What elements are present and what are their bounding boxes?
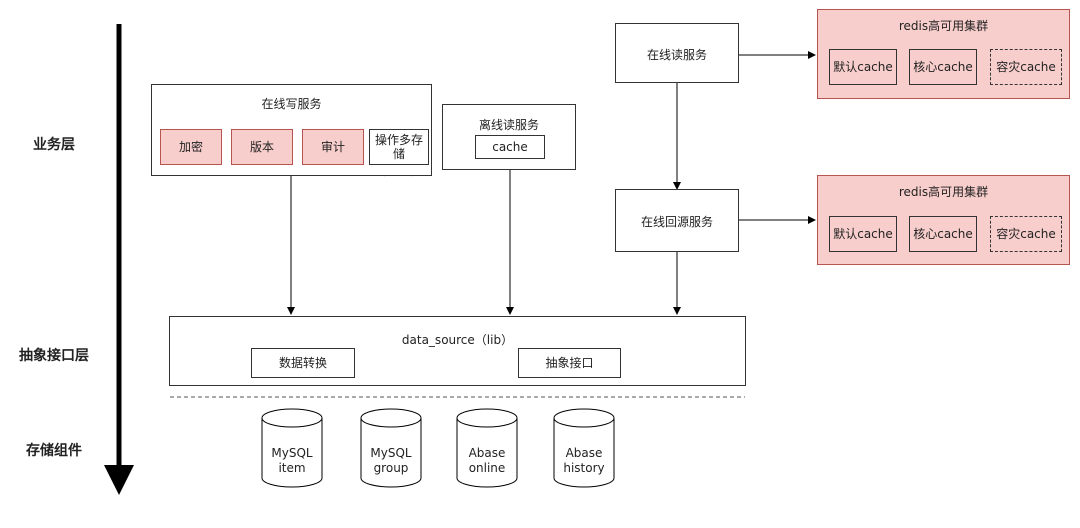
storage-sub: group (373, 461, 409, 475)
storage-sub: item (278, 461, 306, 475)
storage-label: MySQL item (262, 446, 322, 476)
redis-default-cache: 默认cache (829, 49, 897, 85)
storage-name: MySQL (370, 446, 412, 460)
offline-cache: cache (475, 135, 545, 159)
storage-sub: history (563, 461, 605, 475)
data-source-lib: data_source（lib） 数据转换 抽象接口 (169, 316, 746, 386)
online-write-title: 在线写服务 (261, 97, 322, 111)
database-cylinder (456, 408, 518, 488)
online-origin-title: 在线回源服务 (640, 215, 713, 229)
layer-label-business: 业务层 (33, 137, 75, 153)
database-cylinder (553, 408, 615, 488)
offline-read-service: 离线读服务 cache (442, 104, 576, 170)
storage-name: Abase (565, 446, 603, 460)
layer-label-abstract: 抽象接口层 (19, 348, 89, 364)
redis-cluster-2: redis高可用集群 默认cache 核心cache 容灾cache (817, 175, 1070, 265)
redis-cluster-title: redis高可用集群 (898, 19, 989, 33)
redis-default-cache: 默认cache (829, 216, 897, 252)
offline-read-title: 离线读服务 (478, 118, 539, 132)
online-origin-service: 在线回源服务 (615, 189, 739, 252)
data-convert-module: 数据转换 (251, 348, 355, 378)
storage-sub: online (468, 461, 506, 475)
storage-label: Abase history (554, 446, 614, 476)
redis-cluster-1: redis高可用集群 默认cache 核心cache 容灾cache (817, 9, 1070, 99)
database-cylinder (360, 408, 422, 488)
database-cylinder (261, 408, 323, 488)
data-source-title: data_source（lib） (401, 333, 514, 347)
multi-storage-module: 操作多存储 (369, 129, 429, 165)
redis-core-cache: 核心cache (909, 216, 977, 252)
storage-name: MySQL (271, 446, 313, 460)
redis-cluster-title: redis高可用集群 (898, 185, 989, 199)
encrypt-module: 加密 (160, 129, 222, 165)
version-module: 版本 (231, 129, 293, 165)
audit-module: 审计 (302, 129, 364, 165)
redis-core-cache: 核心cache (909, 49, 977, 85)
online-read-title: 在线读服务 (646, 48, 707, 62)
online-read-service: 在线读服务 (615, 23, 739, 83)
redis-disaster-cache: 容灾cache (990, 216, 1062, 252)
online-write-service: 在线写服务 加密 版本 审计 操作多存储 (151, 84, 432, 176)
storage-label: Abase online (457, 446, 517, 476)
storage-name: Abase (468, 446, 506, 460)
layer-label-storage: 存储组件 (26, 443, 82, 459)
storage-label: MySQL group (361, 446, 421, 476)
redis-disaster-cache: 容灾cache (990, 49, 1062, 85)
abstract-interface-module: 抽象接口 (518, 348, 621, 378)
